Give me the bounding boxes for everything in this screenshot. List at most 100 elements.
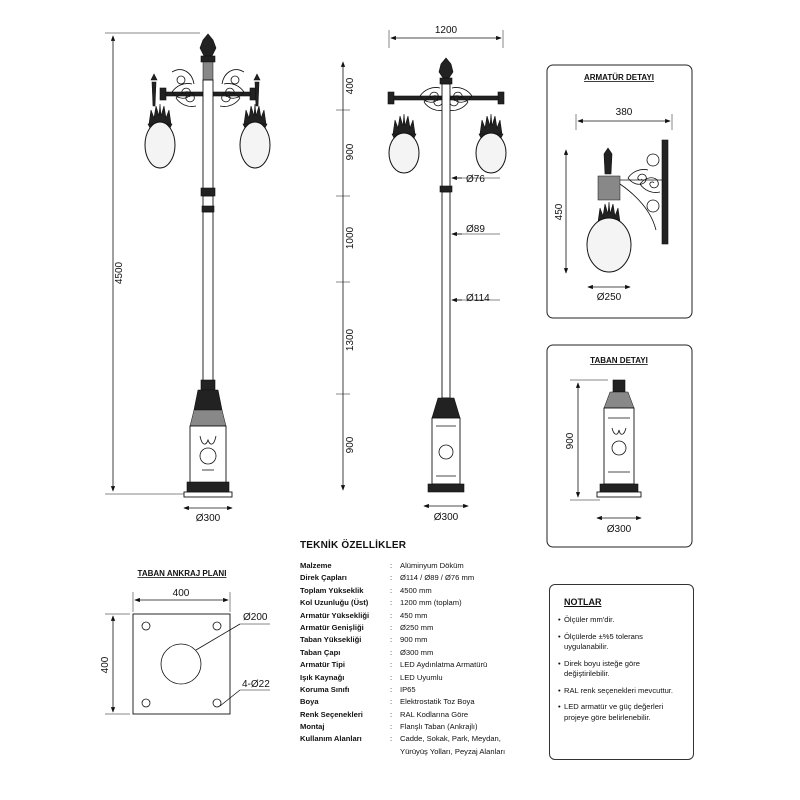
spec-key [300, 747, 390, 759]
spec-value: LED Uyumlu [400, 672, 443, 682]
spec-row: Yürüyüş Yolları, Peyzaj Alanları [300, 747, 505, 759]
spec-key: Armatür Genişliği [300, 622, 364, 632]
note-item: •Direk boyu isteğe göre değiştirilebilir… [558, 659, 685, 680]
bolt-holes-label: 4-Ø22 [242, 679, 270, 690]
spec-colon: : [390, 598, 393, 608]
spec-colon: : [390, 610, 393, 620]
spec-value: Elektrostatik Toz Boya [400, 697, 475, 707]
spec-key: Kol Uzunluğu (Üst) [300, 598, 369, 608]
spec-row: Taban Yüksekliği:900 mm [300, 635, 505, 647]
spec-colon [390, 747, 400, 759]
segment-1-label: 400 [345, 77, 356, 94]
anchor-plan-title: TABAN ANKRAJ PLANI [138, 569, 227, 578]
right-lantern [239, 73, 271, 169]
technical-specs: TEKNİK ÖZELLİKLER Malzeme: Alüminyum Dökü… [300, 540, 540, 759]
spec-colon: : [390, 622, 393, 632]
spec-key: Armatür Tipi [300, 660, 346, 670]
spec-colon: : [390, 684, 393, 694]
spec-value: Yürüyüş Yolları, Peyzaj Alanları [400, 746, 506, 756]
spec-key: Boya [300, 697, 319, 707]
notes-list: •Ölçüler mm'dir.•Ölçülerde ±%5 tolerans … [558, 615, 685, 723]
note-item: •LED armatür ve güç değerleri projeye gö… [558, 702, 685, 723]
spec-colon: : [390, 561, 393, 570]
spec-value: Cadde, Sokak, Park, Meydan, [400, 734, 501, 744]
anchor-width-label: 400 [173, 588, 190, 599]
segment-2-label: 900 [345, 143, 356, 160]
spec-key: Malzeme [300, 561, 332, 570]
center-hole [160, 643, 202, 685]
spec-value: 4500 mm [400, 585, 432, 595]
note-text: Ölçülerde ±%5 tolerans uygulanabilir. [564, 631, 643, 652]
spec-value: Ø114 / Ø89 / Ø76 mm [400, 573, 475, 583]
main-base-diameter: Ø300 [196, 513, 221, 524]
diameter-76-label: Ø76 [466, 174, 485, 185]
spec-key: Direk Çapları [300, 573, 347, 583]
notes-title: NOTLAR [564, 597, 602, 607]
note-text: LED armatür ve güç değerleri projeye gör… [564, 702, 664, 722]
bolt-hole-bl [141, 698, 151, 708]
left-lantern [144, 73, 176, 169]
spec-row: Boya: Elektrostatik Toz Boya [300, 697, 505, 709]
spec-colon: : [390, 573, 393, 583]
notes-panel: NOTLAR •Ölçüler mm'dir.•Ölçülerde ±%5 to… [549, 584, 694, 760]
center-hole-label: Ø200 [243, 612, 268, 623]
spec-row: Renk Seçenekleri: RAL Kodlarına Göre [300, 710, 505, 722]
specs-title: TEKNİK ÖZELLİKLER [300, 540, 407, 551]
armature-width-label: 380 [616, 107, 633, 118]
anchor-height-label: 400 [100, 656, 111, 673]
spec-colon: : [390, 647, 393, 657]
spec-row: Montaj:Flanşlı Taban (Ankrajlı) [300, 722, 505, 734]
spec-key: Işık Kaynağı [300, 672, 345, 682]
spec-key: Taban Yüksekliği [300, 635, 362, 645]
top-finial [199, 33, 217, 81]
note-bullet: • [558, 702, 561, 711]
anchor-plate [132, 613, 231, 715]
note-item: •RAL renk seçenekleri mevcuttur. [558, 686, 685, 697]
note-item: •Ölçülerde ±%5 tolerans uygulanabilir. [558, 632, 685, 653]
spec-colon: : [390, 709, 393, 719]
spec-key: Taban Çapı [300, 647, 341, 657]
base-detail-panel: TABAN DETAYI 900 Ø300 [546, 344, 693, 548]
armature-diameter-label: Ø250 [597, 292, 622, 303]
spec-key: Renk Seçenekleri [300, 709, 363, 719]
spec-value: 450 mm [400, 610, 428, 620]
spec-value: IP65 [400, 684, 416, 694]
spec-row: Direk Çapları: Ø114 / Ø89 / Ø76 mm [300, 573, 505, 585]
spec-value: RAL Kodlarına Göre [400, 709, 469, 719]
spec-value: Ø250 mm [400, 622, 434, 632]
note-bullet: • [558, 685, 561, 695]
base-height-label: 900 [565, 432, 576, 449]
spec-row: Armatür Yüksekliği:450 mm [300, 611, 505, 623]
side-base-diameter: Ø300 [434, 512, 459, 523]
note-text: Ölçüler mm'dir. [564, 615, 615, 624]
spec-value: Flanşlı Taban (Ankrajlı) [400, 722, 478, 732]
armature-height-label: 450 [554, 203, 565, 220]
side-view: 1200 400 900 1000 1300 900 [336, 25, 507, 523]
spec-key: Koruma Sınıfı [300, 684, 350, 694]
spec-value: LED Aydınlatma Armatürü [400, 660, 488, 670]
total-height-label: 4500 [114, 261, 125, 284]
spec-key: Toplam Yükseklik [300, 585, 364, 595]
bolt-hole-tl [141, 621, 151, 631]
spec-value: Ø300 mm [400, 647, 434, 657]
bolt-hole-tr [212, 621, 222, 631]
side-width-label: 1200 [435, 25, 458, 36]
segment-3-label: 1000 [345, 226, 356, 249]
note-text: RAL renk seçenekleri mevcuttur. [564, 685, 674, 695]
pole-shaft [200, 79, 216, 391]
spec-colon: : [390, 697, 393, 707]
spec-row: Armatür Tipi: LED Aydınlatma Armatürü [300, 660, 505, 672]
spec-row: Işık Kaynağı:LED Uyumlu [300, 673, 505, 685]
spec-value: Alüminyum Döküm [400, 561, 464, 570]
spec-row: Kullanım Alanları:Cadde, Sokak, Park, Me… [300, 734, 505, 746]
spec-colon: : [390, 660, 393, 670]
segment-4-label: 1300 [345, 328, 356, 351]
note-bullet: • [558, 658, 561, 668]
spec-row: Armatür Genişliği: Ø250 mm [300, 623, 505, 635]
spec-row: Malzeme: Alüminyum Döküm [300, 561, 505, 573]
base-detail-title: TABAN DETAYI [590, 356, 648, 365]
note-text: Direk boyu isteğe göre değiştirilebilir. [564, 658, 640, 679]
spec-colon: : [390, 734, 393, 744]
